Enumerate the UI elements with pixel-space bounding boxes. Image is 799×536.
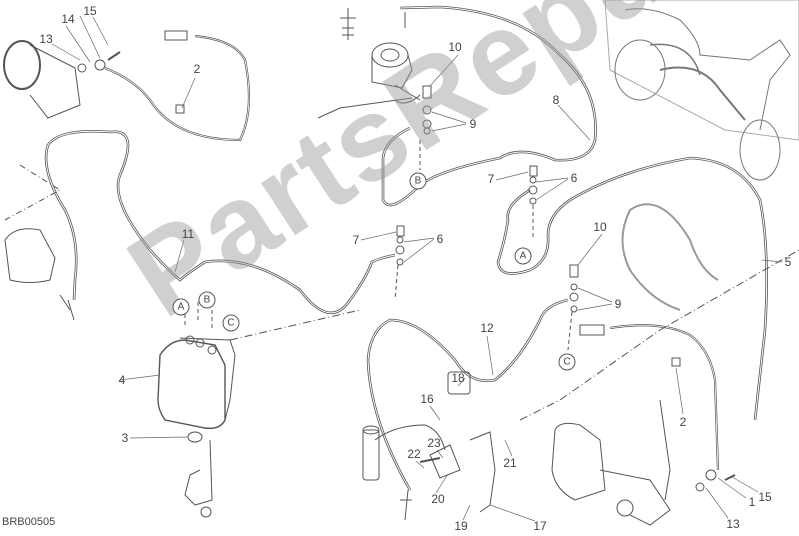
brake-line-11 [44,129,396,315]
leader-lines [51,15,783,522]
brake-line-8 [381,5,597,207]
callout-3[interactable]: 3 [121,431,129,445]
banjo-fittings [394,85,579,351]
callout-2[interactable]: 2 [679,415,687,429]
callout-23[interactable]: 23 [427,436,441,450]
callout-6[interactable]: 6 [436,232,444,246]
rear-hose [621,203,719,311]
callout-14[interactable]: 14 [61,12,75,26]
callout-9[interactable]: 9 [614,297,622,311]
callout-15[interactable]: 15 [758,490,772,504]
connection-ref-a: A [514,247,532,265]
motorcycle-overview [604,0,799,181]
front-sensor-ring [3,40,121,119]
connection-ref-b: B [198,291,216,309]
callout-13[interactable]: 13 [39,32,53,46]
callout-19[interactable]: 19 [454,519,468,533]
callout-20[interactable]: 20 [431,492,445,506]
callout-10[interactable]: 10 [448,40,462,54]
callout-1[interactable]: 1 [748,495,756,509]
callout-13[interactable]: 13 [726,517,740,531]
connection-ref-a: A [172,298,190,316]
callout-11[interactable]: 11 [181,227,195,241]
front-caliper [4,164,75,321]
callout-22[interactable]: 22 [407,447,421,461]
callout-16[interactable]: 16 [420,392,434,406]
callout-5[interactable]: 5 [784,255,792,269]
abs-unit [157,300,361,518]
callout-2[interactable]: 2 [193,62,201,76]
callout-21[interactable]: 21 [503,456,517,470]
connection-ref-b: B [409,172,427,190]
callout-9[interactable]: 9 [469,117,477,131]
rear-master-cylinder [362,371,496,521]
callout-6[interactable]: 6 [570,171,578,185]
front-master-cylinder [317,8,421,119]
drawing-code: BRB00505 [2,516,56,528]
callout-18[interactable]: 18 [451,371,465,385]
callout-8[interactable]: 8 [552,93,560,107]
front-speed-sensor-wire [104,30,251,142]
connection-ref-c: C [222,314,240,332]
callout-7[interactable]: 7 [352,233,360,247]
callout-10[interactable]: 10 [593,220,607,234]
callout-12[interactable]: 12 [480,321,494,335]
rear-speed-sensor-wire [579,324,736,492]
callout-4[interactable]: 4 [118,373,126,387]
callout-17[interactable]: 17 [533,519,547,533]
brake-line-a [496,156,768,421]
rear-caliper-assembly [519,249,799,526]
brake-line-12 [366,298,569,491]
connection-ref-c: C [558,353,576,371]
callout-15[interactable]: 15 [83,4,97,18]
callout-7[interactable]: 7 [487,172,495,186]
